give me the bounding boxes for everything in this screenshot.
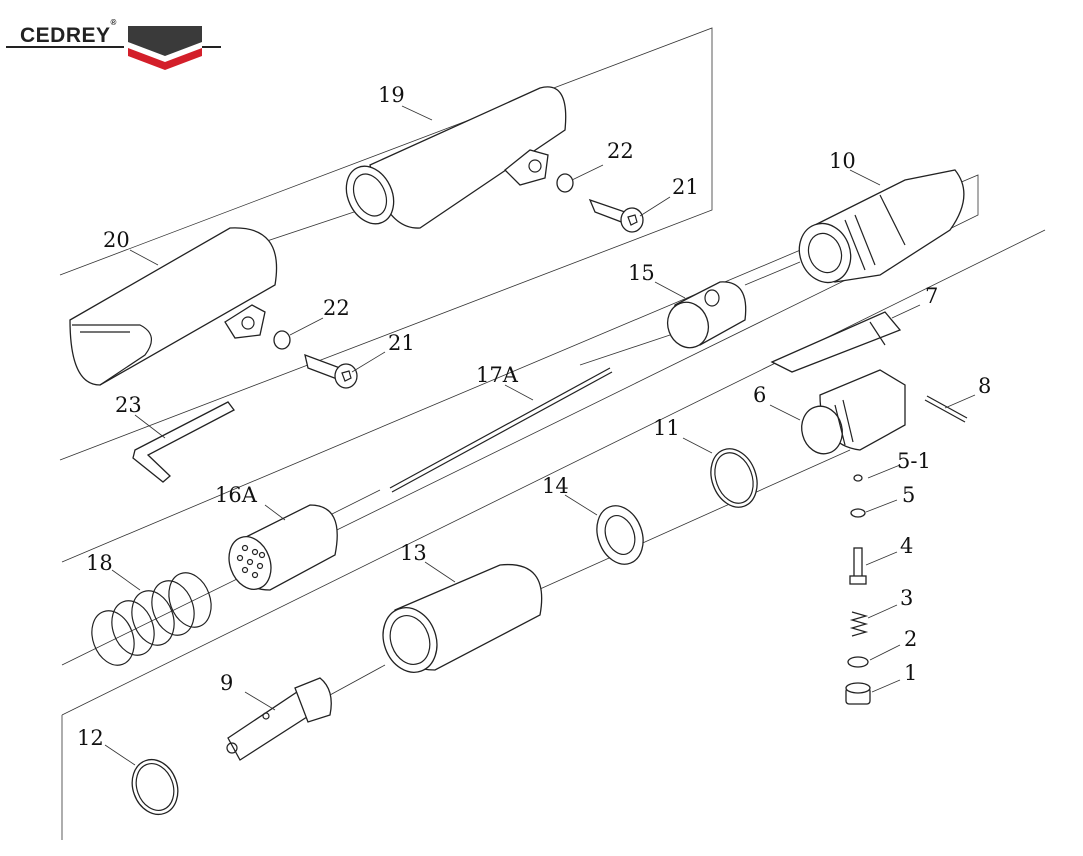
label-23: 23 bbox=[115, 393, 142, 417]
leader-lines bbox=[104, 105, 976, 766]
label-7: 7 bbox=[925, 284, 938, 308]
label-16a: 16A bbox=[215, 483, 258, 507]
part-2-o-ring bbox=[847, 656, 869, 668]
label-22-lower: 22 bbox=[323, 296, 350, 320]
label-12: 12 bbox=[77, 726, 104, 750]
panel-middle bbox=[61, 174, 979, 666]
part-5-1-washer bbox=[853, 474, 863, 482]
part-12-o-ring bbox=[131, 758, 179, 816]
part-18-spring bbox=[91, 572, 212, 666]
part-6-valve-housing bbox=[801, 369, 906, 455]
brand-name: CEDREY® bbox=[20, 18, 117, 47]
part-7-trigger-lever bbox=[770, 311, 902, 373]
part-22-washer-lower bbox=[273, 330, 291, 350]
callout-labels: 19 20 22 21 22 21 23 10 15 17A 7 8 6 5-1… bbox=[77, 83, 991, 750]
label-8: 8 bbox=[978, 374, 991, 398]
label-4: 4 bbox=[900, 534, 913, 558]
part-20-handle bbox=[69, 227, 278, 386]
part-3-spring bbox=[849, 611, 869, 637]
part-5-seal bbox=[850, 508, 866, 518]
part-8-pin bbox=[924, 395, 968, 423]
label-11: 11 bbox=[653, 416, 680, 440]
label-5: 5 bbox=[902, 483, 915, 507]
part-11-o-ring bbox=[710, 448, 758, 508]
part-14-gasket bbox=[596, 505, 644, 565]
part-9-chisel-holder bbox=[226, 677, 332, 761]
part-19-handle-tube bbox=[345, 86, 567, 229]
label-3: 3 bbox=[900, 586, 913, 610]
panel-lower bbox=[61, 229, 1046, 840]
part-21-screw-lower bbox=[304, 353, 358, 389]
label-17a: 17A bbox=[476, 363, 519, 387]
label-6: 6 bbox=[753, 383, 766, 407]
label-21-upper: 21 bbox=[672, 175, 699, 199]
label-10: 10 bbox=[829, 149, 856, 173]
label-21-lower: 21 bbox=[388, 331, 415, 355]
part-16a-piston bbox=[228, 504, 338, 591]
part-15-valve-bushing bbox=[666, 281, 747, 349]
brand-logo: CEDREY® bbox=[6, 18, 221, 70]
label-18: 18 bbox=[86, 551, 113, 575]
brand-rule-right bbox=[202, 46, 221, 48]
label-15: 15 bbox=[628, 261, 655, 285]
panel-upper bbox=[59, 27, 713, 461]
label-22-upper: 22 bbox=[607, 139, 634, 163]
part-10-nozzle bbox=[798, 169, 965, 284]
part-13-cylinder bbox=[382, 563, 543, 673]
brand-rule-left bbox=[6, 46, 124, 48]
label-9: 9 bbox=[220, 671, 233, 695]
label-13: 13 bbox=[400, 541, 427, 565]
part-23-hex-key bbox=[132, 401, 235, 483]
label-20: 20 bbox=[103, 228, 130, 252]
part-22-washer-upper bbox=[556, 173, 574, 193]
label-5-1: 5-1 bbox=[897, 449, 931, 473]
part-1-plug bbox=[845, 682, 871, 705]
label-14: 14 bbox=[542, 474, 569, 498]
label-1: 1 bbox=[904, 661, 917, 685]
part-21-screw-upper bbox=[588, 198, 644, 233]
part-4-valve-stem bbox=[849, 547, 867, 585]
brand-chevron-icon bbox=[128, 26, 202, 70]
label-2: 2 bbox=[904, 627, 917, 651]
label-19: 19 bbox=[378, 83, 405, 107]
part-17a-rod bbox=[389, 367, 613, 493]
